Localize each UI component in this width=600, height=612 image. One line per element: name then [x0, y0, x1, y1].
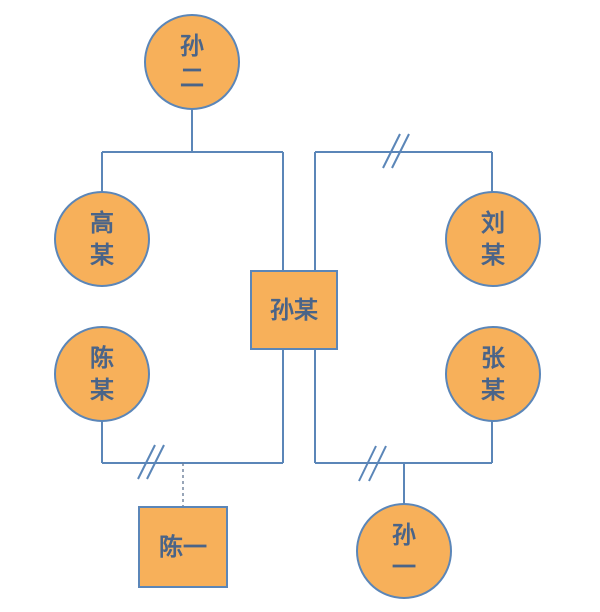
- divorce-mark-3a: [358, 445, 377, 482]
- node-liu: 刘 某: [445, 191, 541, 287]
- divorce-mark-2a: [137, 444, 156, 480]
- divorce-mark-3b: [368, 445, 387, 482]
- node-sun-mou: 孙某: [250, 270, 338, 350]
- node-sun-er: 孙 二: [144, 14, 240, 110]
- divorce-mark-2b: [146, 444, 165, 480]
- node-sun-yi: 孙 一: [356, 503, 452, 599]
- node-chen: 陈 某: [54, 326, 150, 422]
- divorce-mark-1b: [391, 133, 410, 169]
- node-zhang: 张 某: [445, 326, 541, 422]
- node-gao: 高 某: [54, 191, 150, 287]
- divorce-mark-1a: [382, 133, 401, 169]
- node-chen-yi: 陈一: [138, 506, 228, 588]
